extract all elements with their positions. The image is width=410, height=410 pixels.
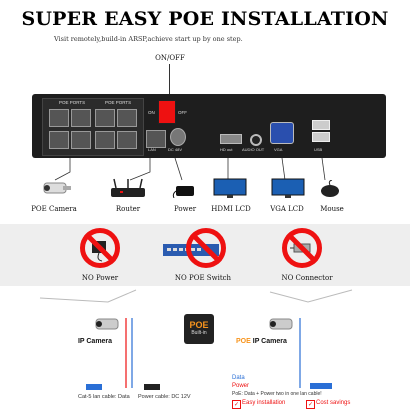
vga-monitor-icon <box>270 178 306 200</box>
easy-install-label: Easy installation <box>242 400 286 406</box>
prohibited-icon <box>80 228 120 268</box>
poe-port[interactable] <box>71 109 91 127</box>
lan-label: LAN <box>148 147 156 152</box>
power-switch[interactable] <box>158 100 176 124</box>
cost-savings-label: Cost savings <box>316 400 351 406</box>
router-icon <box>108 178 148 200</box>
usb-port[interactable] <box>312 120 330 130</box>
dc-plug-icon <box>144 384 160 390</box>
no-connector-label: NO Connector <box>281 274 333 282</box>
off-label: OFF <box>178 110 187 115</box>
poe-ip-camera-label: POE IP Camera <box>236 338 306 345</box>
poe-port[interactable] <box>49 109 69 127</box>
cable-power-label: Power cable: DC 12V <box>138 394 191 400</box>
ip-camera-left-label: IP Camera <box>77 338 113 345</box>
poe-port[interactable] <box>95 131 115 149</box>
prohibited-icon <box>282 228 322 268</box>
mouse-icon <box>318 179 342 198</box>
vga-port[interactable] <box>270 122 294 144</box>
poe-ports-label: POE PORTS <box>105 100 132 105</box>
poe-plug-icon <box>310 383 332 389</box>
lan-port[interactable] <box>146 130 166 148</box>
wiring-diagram <box>39 289 353 388</box>
poe-port[interactable] <box>117 131 137 149</box>
poe-port[interactable] <box>95 109 115 127</box>
page-subtitle: Visit remotely,build-in ARSP,achieve sta… <box>54 35 243 43</box>
switch-pointer-line <box>169 64 170 100</box>
camera-icon <box>38 180 72 198</box>
poe-prefix: POE <box>236 338 251 345</box>
device-label: POE Camera <box>31 205 77 213</box>
lan-plug-icon <box>86 384 102 390</box>
connection-lines <box>54 157 326 181</box>
dc-label: DC 48V <box>168 147 183 152</box>
device-label: Router <box>115 205 141 213</box>
device-label: Power <box>173 205 197 213</box>
device-label: Mouse <box>320 205 344 213</box>
switch-label: ON/OFF <box>155 54 185 62</box>
prohibited-icon <box>186 228 226 268</box>
usb-port[interactable] <box>312 132 330 142</box>
device-label: HDMI LCD <box>211 205 251 213</box>
hdmi-port[interactable] <box>220 134 242 144</box>
legend-poe: PoE: Data + Power two in one lan cable! <box>232 391 322 397</box>
usb-label: USB <box>314 147 323 152</box>
audio-label: AUDIO OUT <box>242 147 265 152</box>
legend-data: Data <box>232 375 245 381</box>
nvr-back-panel: POE PORTS POE PORTS ON OFF LAN DC 48V HD… <box>32 94 386 158</box>
on-label: ON <box>148 110 155 115</box>
hdmi-monitor-icon <box>212 178 248 200</box>
device-label: VGA LCD <box>270 205 304 213</box>
poe-ports-block: POE PORTS POE PORTS <box>42 98 144 156</box>
hdmi-label: HD out <box>220 147 233 152</box>
cable-data-label: Cat-5 lan cable: Data <box>78 394 130 400</box>
checkbox-icon: ✓ <box>232 400 241 409</box>
poe-ports-label: POE PORTS <box>59 100 86 105</box>
power-adapter-icon <box>172 182 198 199</box>
poe-port[interactable] <box>49 131 69 149</box>
audio-port[interactable] <box>250 134 262 146</box>
page-title: SUPER EASY POE INSTALLATION <box>21 8 389 30</box>
no-poe-switch-label: NO POE Switch <box>174 274 232 282</box>
poe-port[interactable] <box>117 109 137 127</box>
ip-camera-right-icon <box>266 316 296 330</box>
poe-badge-text: POE <box>189 320 209 330</box>
no-power-label: NO Power <box>81 274 119 282</box>
poe-badge-subtext: Built-in <box>191 330 207 336</box>
poe-port[interactable] <box>71 131 91 149</box>
checkbox-icon: ✓ <box>306 400 315 409</box>
legend-power: Power <box>232 383 250 389</box>
poe-chip-badge: POE Built-in <box>184 314 214 344</box>
vga-label: VGA <box>274 147 283 152</box>
ip-camera-left-icon <box>92 316 122 330</box>
dc-power-jack[interactable] <box>170 128 186 146</box>
ip-camera-right-label: IP Camera <box>252 338 287 345</box>
